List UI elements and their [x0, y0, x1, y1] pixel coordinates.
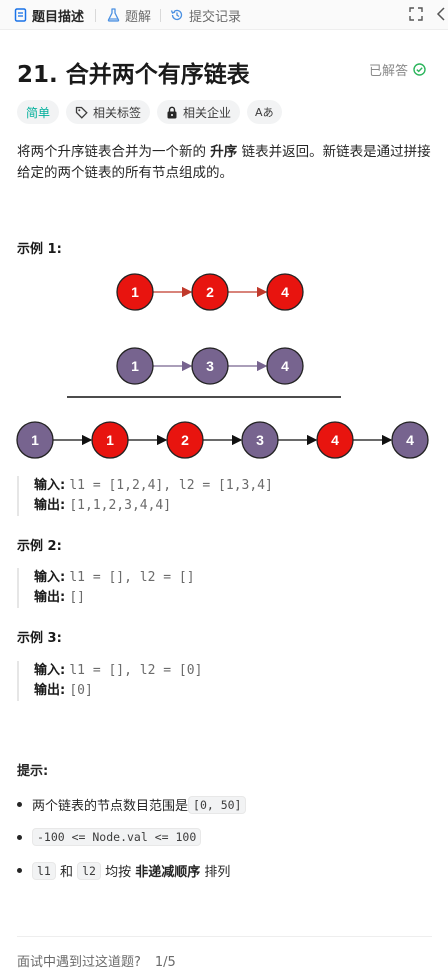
interview-footer[interactable]: 面试中遇到过这道题? 1/5	[17, 951, 176, 970]
tab-submissions-label: 提交记录	[189, 9, 242, 25]
list1-node-label: 2	[206, 284, 214, 300]
list1-node-label: 4	[281, 284, 289, 300]
translate-button[interactable]: Aあ	[247, 100, 282, 124]
tag-icon	[75, 106, 88, 119]
check-circle-icon	[413, 63, 426, 76]
hint-item: 两个链表的节点数目范围是 [0, 50]	[17, 795, 247, 814]
hint-item: -100 <= Node.val <= 100	[17, 828, 202, 846]
related-companies-label: 相关企业	[183, 105, 232, 120]
page-title: 21. 合并两个有序链表	[17, 62, 250, 88]
hint-item: l1 和 l2 均按 非递减顺序 排列	[17, 861, 230, 880]
merge-diagram: 1 2 4 1 3 4 1 1 2 3 4 4	[16, 273, 429, 459]
difficulty-label: 简单	[26, 105, 51, 120]
inline-code: l1	[32, 861, 56, 880]
related-tags-label: 相关标签	[93, 105, 142, 120]
list1-node-label: 1	[131, 284, 139, 300]
related-companies-button[interactable]: 相关企业	[157, 100, 241, 124]
hints-title: 提示:	[17, 764, 49, 779]
fullscreen-icon[interactable]	[409, 7, 423, 21]
history-icon	[170, 9, 183, 21]
merged-node	[241, 421, 279, 459]
tab-divider	[160, 9, 161, 22]
tab-description[interactable]: 题目描述	[14, 0, 84, 30]
merged-node-label: 4	[406, 432, 414, 448]
related-tags-button[interactable]: 相关标签	[66, 100, 151, 124]
inline-code: -100 <= Node.val <= 100	[32, 828, 202, 846]
difficulty-badge: 简单	[17, 100, 60, 124]
list2-node-label: 1	[131, 358, 139, 374]
footer-divider	[17, 936, 432, 937]
tab-solutions-label: 题解	[125, 9, 152, 25]
example-1-title: 示例 1:	[17, 242, 62, 257]
merged-node-label: 2	[181, 432, 189, 448]
merged-node	[391, 421, 429, 459]
tag-row: 简单 相关标签 相关企业 Aあ	[17, 100, 282, 124]
merged-node-label: 1	[31, 432, 39, 448]
example-3-input: 输入: l1 = [], l2 = [0]	[34, 663, 203, 678]
chevron-left-icon[interactable]	[436, 7, 446, 21]
list2-node-label: 3	[206, 358, 214, 374]
list2-node	[266, 347, 304, 385]
document-icon	[14, 8, 27, 22]
example-2-title: 示例 2:	[17, 539, 62, 554]
merged-node	[16, 421, 54, 459]
example-3-output: 输出: [0]	[34, 683, 93, 698]
solved-status-label: 已解答	[369, 64, 409, 79]
interview-question: 面试中遇到过这道题?	[17, 955, 141, 970]
example-2-input: 输入: l1 = [], l2 = []	[34, 570, 195, 585]
merged-node	[166, 421, 204, 459]
flask-icon	[107, 8, 120, 22]
list1-node	[191, 273, 229, 311]
tab-description-label: 题目描述	[32, 9, 85, 25]
example-2-output: 输出: []	[34, 590, 85, 605]
inline-code: [0, 50]	[188, 795, 247, 814]
tab-solutions[interactable]: 题解	[107, 0, 151, 30]
tab-submissions[interactable]: 提交记录	[170, 0, 241, 30]
solved-status: 已解答	[369, 60, 426, 79]
tab-bar: 题目描述 题解 提交记录	[0, 0, 448, 30]
translate-icon: Aあ	[255, 106, 274, 119]
merged-node-label: 3	[256, 432, 264, 448]
list2-node-label: 4	[281, 358, 289, 374]
problem-description: 将两个升序链表合并为一个新的 升序 链表并返回。新链表是通过拼接给定的两个链表的…	[17, 144, 431, 181]
merged-node	[316, 421, 354, 459]
example-3-block: 输入: l1 = [], l2 = [0] 输出: [0]	[17, 661, 202, 701]
merged-node-label: 4	[331, 432, 339, 448]
list2-node	[191, 347, 229, 385]
interview-count: 1/5	[154, 955, 176, 970]
merged-node	[91, 421, 129, 459]
list1-node	[116, 273, 154, 311]
example-1-input: 输入: l1 = [1,2,4], l2 = [1,3,4]	[34, 478, 273, 493]
tab-divider	[95, 9, 96, 22]
example-1-output: 输出: [1,1,2,3,4,4]	[34, 498, 172, 513]
lock-icon	[167, 106, 177, 118]
description-bold: 升序	[210, 144, 238, 160]
example-2-block: 输入: l1 = [], l2 = [] 输出: []	[17, 568, 195, 608]
merged-node-label: 1	[106, 432, 114, 448]
list2-node	[116, 347, 154, 385]
list1-node	[266, 273, 304, 311]
example-3-title: 示例 3:	[17, 631, 62, 646]
inline-code: l2	[77, 861, 101, 880]
example-1-block: 输入: l1 = [1,2,4], l2 = [1,3,4] 输出: [1,1,…	[17, 476, 273, 516]
